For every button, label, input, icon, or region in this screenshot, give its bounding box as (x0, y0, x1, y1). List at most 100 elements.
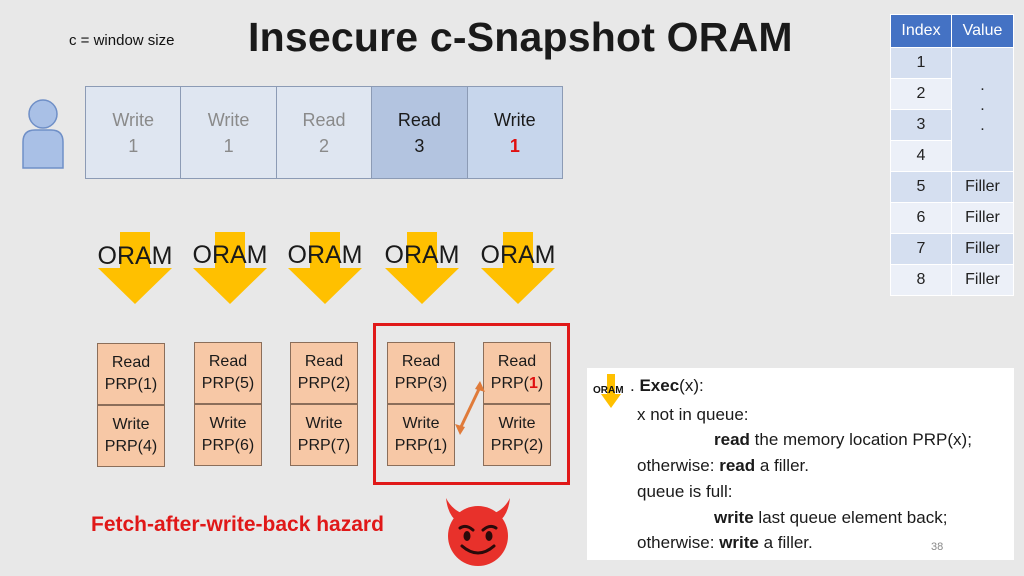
down-arrow-icon (385, 232, 459, 304)
code-line-2: x not in queue: (637, 405, 749, 424)
table-row: 5 Filler (890, 171, 1014, 203)
queue-arg: 2 (319, 135, 330, 156)
prp-column-1: Read PRP(1) Write PRP(4) (97, 343, 165, 467)
prp-write-box: Write PRP(7) (290, 404, 358, 466)
ellipsis-dot: . (980, 116, 985, 134)
hazard-label: Fetch-after-write-back hazard (91, 513, 384, 536)
code-keyword: Exec (639, 376, 680, 395)
table-row: 7 Filler (890, 233, 1014, 265)
queue-arg: 1 (128, 135, 139, 156)
prp-arg: PRP(2) (490, 437, 544, 454)
exec-pseudocode-panel: ORAM . Exec(x): x not in queue: read the… (587, 368, 1014, 560)
prp-arg-prefix: PRP( (490, 375, 529, 392)
prp-arg: PRP(4) (104, 438, 158, 455)
queue-cell-2: Write 1 (181, 87, 277, 178)
table-row: 8 Filler (890, 264, 1014, 296)
down-arrow-icon (288, 232, 362, 304)
code-keyword: read (714, 430, 750, 449)
table-row: 4 (890, 140, 1014, 172)
prp-read-box: Read PRP(3) (387, 342, 455, 404)
prp-arg: PRP(5) (201, 375, 255, 392)
table-cell-value: Filler (951, 171, 1014, 203)
table-row: 2 (890, 78, 1014, 110)
down-arrow-icon (98, 232, 172, 304)
operation-queue: Write 1 Write 1 Read 2 Read 3 Write 1 (85, 86, 563, 179)
table-cell-index: 7 (890, 233, 952, 265)
prp-column-4: Read PRP(3) Write PRP(1) (387, 342, 455, 466)
mini-oram-icon: ORAM (593, 374, 633, 408)
prp-op: Read (401, 353, 441, 370)
memory-table: Index Value 1 . . . 2 3 4 5 Filler (890, 14, 1014, 296)
table-cell-index: 2 (890, 78, 952, 110)
down-arrow-icon (481, 232, 555, 304)
prp-write-box: Write PRP(4) (97, 405, 165, 467)
hazard-highlight-frame (373, 323, 570, 485)
prp-read-box: Read PRP(1) (97, 343, 165, 405)
prp-op: Read (111, 354, 151, 371)
oram-label: ORAM (287, 241, 363, 269)
queue-op: Write (493, 109, 536, 130)
oram-label: ORAM (192, 241, 268, 269)
oram-label: ORAM (480, 241, 556, 269)
prp-write-box: Write PRP(6) (194, 404, 262, 466)
prp-arg-highlight: 1 (529, 375, 538, 392)
table-row: 3 (890, 109, 1014, 141)
queue-op: Write (207, 109, 250, 130)
ellipsis-dot: . (980, 76, 985, 94)
code-line-exec: . Exec(x): (630, 376, 704, 396)
code-keyword: write (714, 508, 754, 527)
prp-read-box: Read PRP(5) (194, 342, 262, 404)
prp-arg: PRP(6) (201, 437, 255, 454)
ellipsis-dot: . (980, 96, 985, 114)
queue-arg: 1 (223, 135, 234, 156)
prp-op: Write (305, 415, 343, 432)
queue-op: Read (302, 109, 346, 130)
oram-arrow-1: ORAM (98, 232, 173, 304)
table-cell-index: 3 (890, 109, 952, 141)
prp-op: Read (208, 353, 248, 370)
oram-label: ORAM (97, 242, 173, 270)
queue-op: Write (112, 109, 155, 130)
code-text: (x): (679, 376, 704, 395)
table-row: 1 . . . (890, 47, 1014, 172)
queue-cell-5: Write 1 (467, 87, 563, 178)
queue-arg-highlight: 1 (509, 135, 520, 156)
queue-cell-1: Write 1 (86, 87, 182, 178)
prp-arg: PRP(7) (297, 437, 351, 454)
prp-arg: PRP(1) (394, 437, 448, 454)
swap-arrow-icon (455, 381, 485, 435)
prp-write-box: Write PRP(2) (483, 404, 551, 466)
prp-column-5: Read PRP(1) Write PRP(2) (483, 342, 551, 466)
prp-arg: PRP(1) (104, 376, 158, 393)
code-text: . (630, 376, 640, 395)
table-header-value: Value (951, 14, 1014, 48)
code-keyword: read (719, 456, 756, 475)
down-arrow-icon (193, 232, 267, 304)
table-row: 6 Filler (890, 202, 1014, 234)
table-cell-index: 5 (890, 171, 952, 203)
prp-op: Read (304, 353, 344, 370)
prp-read-box: Read PRP(1) (483, 342, 551, 404)
prp-arg-suffix: ) (537, 375, 544, 392)
code-keyword: write (719, 533, 759, 552)
oram-arrow-4: ORAM (385, 232, 460, 304)
devil-face-icon (446, 498, 510, 566)
table-cell-index: 8 (890, 264, 952, 296)
code-line-5: queue is full: (637, 482, 733, 501)
prp-op: Write (498, 415, 536, 432)
code-line-3: read the memory location PRP(x); (714, 430, 972, 450)
prp-arg: PRP(2) (297, 375, 351, 392)
prp-arg: PRP(1) (491, 373, 543, 395)
code-text: the memory location PRP(x); (749, 430, 972, 449)
prp-op: Write (402, 415, 440, 432)
table-cell-value: Filler (951, 202, 1014, 234)
table-cell-index: 6 (890, 202, 952, 234)
code-line-7: otherwise: write a filler. (637, 533, 813, 553)
prp-op: Write (112, 416, 150, 433)
table-cell-value: Filler (951, 233, 1014, 265)
oram-arrow-2: ORAM (193, 232, 268, 304)
oram-arrow-5: ORAM (481, 232, 556, 304)
prp-op: Read (497, 353, 537, 370)
code-line-6: write last queue element back; (714, 508, 947, 528)
mini-oram-label: ORAM (593, 385, 624, 396)
